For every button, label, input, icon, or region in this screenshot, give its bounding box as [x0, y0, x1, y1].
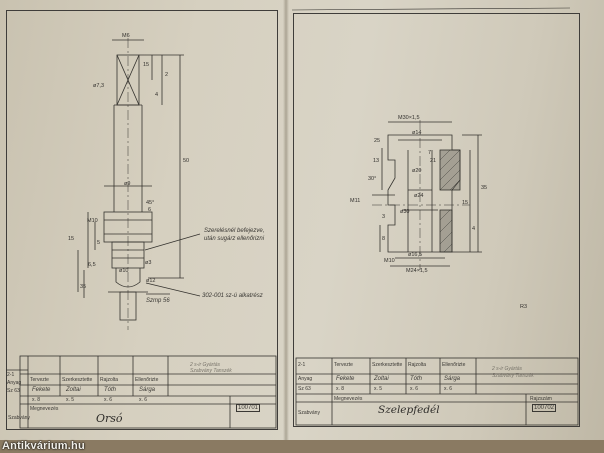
- dim-m10: M10: [87, 218, 98, 224]
- right-date-2: x. 5: [374, 386, 383, 392]
- dim-a30: 30°: [368, 176, 377, 182]
- dim-l35: 35: [80, 284, 87, 290]
- dim-phi10: ø10: [119, 268, 129, 274]
- dim-phi30: ø30: [400, 209, 410, 215]
- right-sig-3: Tóth: [410, 376, 423, 382]
- page-fold: [283, 0, 289, 440]
- dim-l65: 6,5: [88, 262, 96, 268]
- left-sig-2: Zoltai: [66, 387, 81, 393]
- right-header-4: Ellenőrizte: [442, 362, 466, 368]
- right-label-rajzszam: Rajzszám: [530, 396, 552, 402]
- right-sig-1: Fekete: [336, 376, 355, 382]
- dim-phi165: ø16,5: [408, 252, 423, 258]
- dim-l3: 3: [382, 214, 386, 220]
- dim-phi9: ø9: [124, 181, 131, 187]
- right-sig-4: Sárga: [444, 376, 461, 382]
- left-revision: 2-1: [7, 372, 15, 378]
- right-date-3: x. 6: [410, 386, 419, 392]
- left-date-2: x. 5: [66, 397, 75, 403]
- dim-l21: 21: [430, 158, 437, 164]
- note-annotation: Szmp 56: [146, 298, 170, 304]
- left-mass-label: Anyag: [7, 380, 22, 386]
- right-part-name: Szelepfedél: [378, 404, 440, 416]
- right-header-1: Tervezte: [334, 362, 353, 368]
- left-date-1: x. 8: [32, 397, 41, 403]
- dim-l13: 13: [373, 158, 380, 164]
- dim-phi14: ø14: [412, 130, 422, 136]
- right-header-3: Rajzolta: [408, 362, 427, 368]
- right-label-megnev: Megnevezés: [334, 396, 363, 402]
- dim-l4: 4: [155, 92, 159, 98]
- left-drawing-number: 100701: [236, 404, 261, 412]
- right-material: Sz 63: [298, 386, 311, 392]
- right-date-1: x. 8: [336, 386, 345, 392]
- left-label-szabvany: Szabvány: [8, 415, 30, 421]
- dim-m30: M30×1,5: [398, 115, 420, 121]
- dim-l50: 50: [183, 158, 190, 164]
- right-date-4: x. 6: [444, 386, 453, 392]
- note-line2: után sugárz ellenőrizni: [204, 236, 265, 242]
- dim-l5: 5: [97, 240, 101, 246]
- dim-m24: M24×1,5: [406, 268, 428, 274]
- left-sig-4: Sárga: [139, 387, 156, 393]
- left-sig-3: Tóth: [104, 387, 117, 393]
- dim-phi12: ø12: [146, 278, 156, 284]
- left-header-4: Ellenőrizte: [135, 377, 159, 383]
- dim-l7: 7: [428, 150, 432, 156]
- dim-m6: M6: [122, 33, 130, 39]
- dim-l15: 15: [462, 200, 469, 206]
- left-faint-2: Szabvány Tanszék: [190, 368, 232, 374]
- right-drawing-number: 100702: [532, 404, 557, 412]
- left-sig-1: Fekete: [32, 387, 51, 393]
- left-part-name: Orsó: [96, 412, 123, 425]
- right-mass-label: Anyag: [298, 376, 313, 382]
- note-line1: Szerelésnél befejezve,: [204, 228, 265, 234]
- left-material: Sz 63: [7, 388, 20, 394]
- left-label-megnev: Megnevezés: [30, 406, 59, 412]
- dim-l35: 35: [481, 185, 488, 191]
- right-faint-2: Szabvány Tanszék: [492, 373, 534, 379]
- left-header-1: Tervezte: [30, 377, 49, 383]
- right-header-2: Szerkesztette: [372, 362, 403, 368]
- dim-ra: R3: [520, 304, 528, 310]
- left-header-3: Rajzolta: [100, 377, 119, 383]
- dim-s45: 45°: [146, 200, 155, 206]
- dim-l20: 2: [165, 72, 169, 78]
- note-part: 302-001 sz-ú alkatrész: [202, 293, 263, 299]
- right-revision: 2-1: [298, 362, 306, 368]
- dim-l15: 15: [143, 62, 150, 68]
- watermark: Antikvárium.hu: [2, 440, 85, 452]
- right-drawing-frame: [293, 13, 580, 427]
- right-label-szabvany: Szabvány: [298, 410, 320, 416]
- dim-l15b: 15: [68, 236, 75, 242]
- dim-d7: ø7,3: [93, 83, 105, 89]
- left-header-2: Szerkesztette: [62, 377, 93, 383]
- dim-l8: 8: [382, 236, 386, 242]
- dim-phi20: ø20: [412, 168, 422, 174]
- dim-phi3: ø3: [145, 260, 152, 266]
- drawing-page: [0, 0, 604, 440]
- left-date-3: x. 6: [104, 397, 113, 403]
- right-faint-1: 2 s-ir Gyártás: [492, 366, 523, 372]
- dim-m11: M11: [350, 198, 361, 204]
- dim-phi24: ø24: [414, 193, 424, 199]
- right-sig-2: Zoltai: [374, 376, 389, 382]
- left-drawing-frame: [6, 10, 278, 430]
- dim-l25: 25: [374, 138, 381, 144]
- left-date-4: x. 6: [139, 397, 148, 403]
- dim-l6: 6: [148, 207, 152, 213]
- dim-l4: 4: [472, 226, 476, 232]
- dim-m10: M10: [384, 258, 395, 264]
- left-faint-1: 2 s-ir Gyártás: [190, 362, 221, 368]
